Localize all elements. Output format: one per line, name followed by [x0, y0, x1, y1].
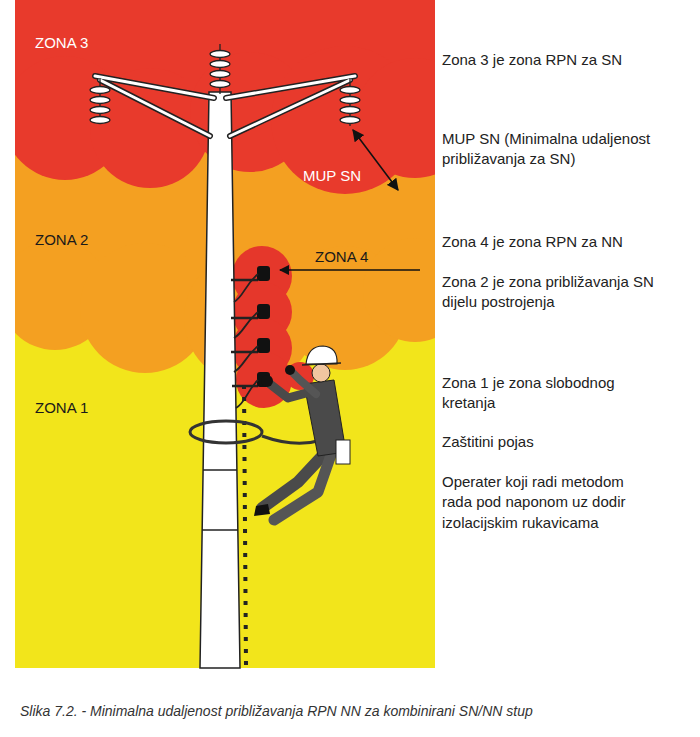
zone-2-bulge [363, 238, 435, 342]
insulator-disc [340, 87, 360, 94]
explanation-note: MUP SN (Minimalna udaljenost približavan… [442, 129, 682, 170]
insulator-disc [210, 71, 230, 78]
safety-belt [190, 421, 262, 443]
zone-label: ZONA 2 [35, 230, 88, 250]
cross-arm [95, 76, 355, 136]
explanation-note: Zona 4 je zona RPN za NN [442, 232, 692, 252]
tool-bag [336, 440, 350, 464]
insulator-disc [210, 61, 230, 68]
insulator-disc [90, 97, 110, 104]
insulator-disc [210, 51, 230, 58]
lv-insulator [257, 304, 270, 319]
lv-insulators [231, 266, 270, 408]
explanation-note: Operater koji radi metodom rada pod napo… [442, 472, 657, 533]
explanation-note: Zona 2 je zona približavanja SN dijelu p… [442, 272, 654, 313]
insulator-bracket [231, 280, 258, 386]
figure-caption: Slika 7.2. - Minimalna udaljenost pribli… [20, 703, 533, 719]
insulator-disc [90, 107, 110, 114]
insulator-disc [340, 97, 360, 104]
concrete-pole [200, 92, 240, 668]
distance-label: MUP SN [303, 166, 361, 186]
worker-head [312, 364, 330, 382]
worker-leg [274, 452, 332, 520]
explanation-note: Zaštitini pojas [442, 432, 692, 452]
explanation-note: Zona 3 je zona RPN za SN [442, 50, 692, 70]
worker-figure [190, 346, 350, 520]
insulating-glove [285, 365, 295, 375]
mv-insulator-right [340, 78, 360, 126]
insulator-disc [90, 87, 110, 94]
insulator-disc [340, 117, 360, 124]
insulating-glove [261, 375, 273, 387]
mv-insulator-left [90, 78, 110, 124]
pole-band [202, 529, 238, 531]
lv-insulator [257, 266, 270, 281]
zone-label: ZONA 3 [35, 33, 88, 53]
insulator-disc [210, 81, 230, 88]
hat-brim [302, 363, 341, 365]
zone-label: ZONA 4 [315, 247, 368, 267]
hard-hat [306, 346, 337, 364]
zone-4-leader [280, 269, 420, 270]
arm-outline [95, 76, 355, 136]
worker-boot [254, 504, 270, 516]
climbing-steps [244, 385, 246, 666]
zone-label: ZONA 1 [35, 398, 88, 418]
arm-fill [95, 76, 355, 136]
lv-insulator [257, 338, 270, 353]
insulator-disc [90, 117, 110, 124]
pole-band [203, 469, 237, 471]
explanation-note: Zona 1 je zona slobodnog kretanja [442, 373, 647, 414]
mv-insulator-top [210, 44, 230, 94]
lv-wire [234, 274, 258, 408]
insulator-disc [340, 107, 360, 114]
belt-strap [262, 436, 322, 443]
zone-3-bulge [355, 58, 435, 178]
